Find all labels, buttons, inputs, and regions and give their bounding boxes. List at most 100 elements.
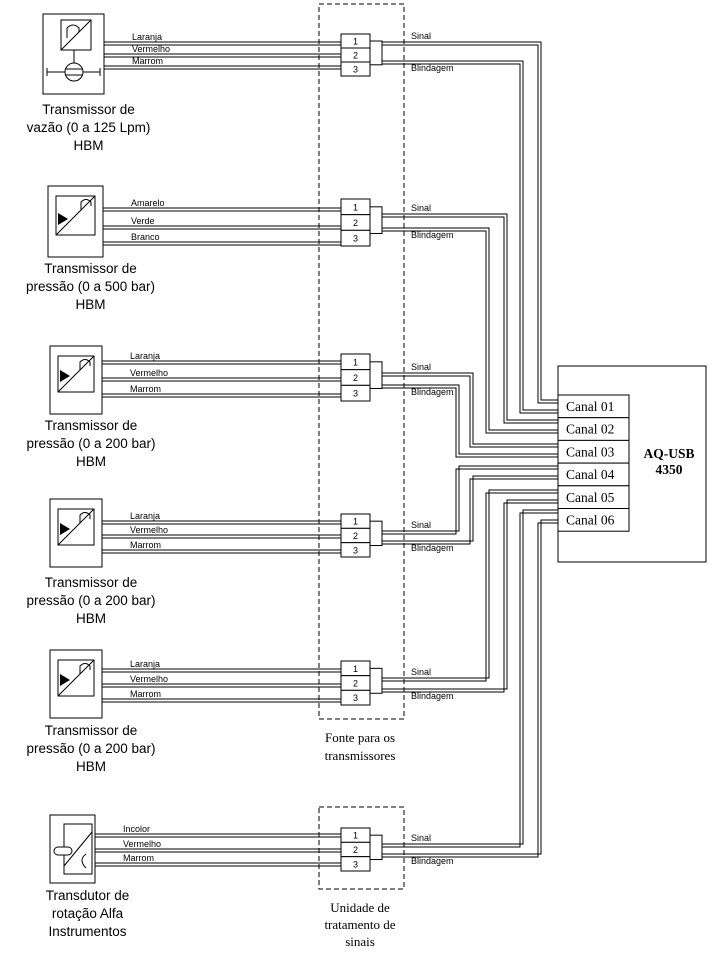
terminal-number: 3: [353, 693, 358, 703]
arrow-icon: [60, 523, 70, 535]
daq-channel-label: Canal 04: [566, 467, 615, 482]
device-label: pressão (0 a 200 bar): [26, 593, 155, 608]
signal-label: Sinal: [411, 520, 431, 530]
wire-color-label: Laranja: [130, 351, 160, 361]
sensor-arc: [79, 512, 91, 523]
device-label: HBM: [76, 454, 106, 469]
terminal-output: [369, 40, 383, 66]
diagonal-line: [60, 19, 92, 51]
device-3: LaranjaVermelhoMarrom123SinalBlindagemTr…: [26, 345, 558, 469]
wire-color-label: Laranja: [130, 659, 160, 669]
device-label: HBM: [76, 611, 106, 626]
signal-wire: [382, 372, 558, 445]
daq-model: 4350: [656, 462, 683, 477]
device-label: Instrumentos: [48, 924, 126, 939]
shield-wire: [382, 478, 558, 545]
diagonal-line: [55, 195, 96, 236]
shield-wire: [382, 227, 558, 431]
sensor-arc: [80, 199, 92, 210]
signal-wire: [382, 465, 558, 532]
shield-wire: [382, 499, 558, 690]
signal-wire: [382, 489, 558, 679]
shaft-icon: [53, 846, 73, 856]
wire-color-label: Marrom: [130, 689, 161, 699]
diagonal-line: [57, 659, 95, 697]
signal-label: Sinal: [411, 833, 431, 843]
signal-unit-label: sinais: [345, 934, 375, 949]
power-supply-label: Fonte para os: [325, 730, 395, 745]
signal-label: Sinal: [411, 203, 431, 213]
wire-color-label: Vermelho: [130, 525, 168, 535]
device-label: pressão (0 a 200 bar): [26, 436, 155, 451]
terminal-output: [369, 361, 383, 389]
shield-label: Blindagem: [411, 387, 454, 397]
signal-wire: [382, 41, 558, 401]
arrow-icon: [60, 370, 70, 382]
device-6: IncolorVermelhoMarrom123SinalBlindagemTr…: [46, 509, 558, 939]
signal-label: Sinal: [411, 31, 431, 41]
terminal-number: 3: [353, 65, 358, 75]
terminal: [340, 689, 371, 706]
signal-wire: [382, 492, 558, 682]
pressure-transmitter-icon: [47, 185, 104, 258]
terminal: [340, 61, 371, 77]
wire-color-label: Amarelo: [131, 198, 165, 208]
shield-label: Blindagem: [411, 543, 454, 553]
diagonal-line: [57, 508, 95, 546]
pressure-transmitter-icon: [49, 498, 103, 568]
signal-wire: [382, 509, 558, 845]
wire-color-label: Vermelho: [130, 368, 168, 378]
terminal-number: 1: [353, 37, 358, 47]
device-label: Transmissor de: [45, 723, 138, 738]
wire-color-label: Vermelho: [123, 839, 161, 849]
daq-channel-label: Canal 06: [566, 513, 615, 528]
device-label: pressão (0 a 500 bar): [26, 279, 155, 294]
daq-channel-label: Canal 05: [566, 490, 615, 505]
terminal-number: 2: [353, 51, 358, 61]
daq-channel: [557, 508, 630, 532]
wire-color-label: Marrom: [130, 384, 161, 394]
signal-wire: [382, 44, 558, 404]
signal-label: Sinal: [411, 362, 431, 372]
wire-color-label: Vermelho: [132, 44, 170, 54]
power-supply-label: transmissores: [325, 748, 396, 763]
signal-unit-enclosure: [318, 806, 405, 890]
terminal-number: 3: [353, 545, 358, 555]
signal-wire: [382, 512, 558, 848]
device-label: HBM: [76, 297, 106, 312]
terminal-number: 1: [353, 831, 358, 841]
flow-meter-circle: [64, 62, 84, 82]
sensor-arc: [81, 853, 87, 869]
device-label: vazão (0 a 125 Lpm): [27, 120, 151, 135]
terminal-output: [369, 667, 383, 694]
terminal-number: 2: [353, 373, 358, 383]
daq-name: AQ-USB: [643, 446, 694, 461]
daq-channel-label: Canal 02: [566, 422, 614, 437]
sensor-arc: [66, 24, 80, 38]
device-label: HBM: [74, 138, 104, 153]
terminal-output: [369, 206, 383, 234]
device-label: rotação Alfa: [52, 906, 124, 921]
shield-wire: [382, 60, 558, 411]
diagonal-line: [63, 831, 93, 867]
terminal: [340, 542, 371, 558]
terminal-number: 2: [353, 531, 358, 541]
wire-color-label: Branco: [131, 232, 160, 242]
device-4: LaranjaVermelhoMarrom123SinalBlindagemTr…: [26, 465, 558, 626]
terminal: [340, 229, 371, 247]
terminal-number: 1: [353, 664, 358, 674]
diagonal-line: [57, 355, 95, 393]
sensor-arc: [79, 663, 91, 674]
flow-transmitter-icon: [42, 13, 105, 95]
device-label: Transmissor de: [42, 102, 135, 117]
arrow-icon: [60, 674, 70, 686]
signal-wire: [382, 375, 558, 448]
wire-color-label: Marrom: [123, 853, 154, 863]
signal-unit-label: tratamento de: [324, 917, 395, 932]
signal-wire: [382, 213, 558, 421]
device-1: LaranjaVermelhoMarrom123SinalBlindagemTr…: [27, 13, 558, 414]
device-label: HBM: [76, 759, 106, 774]
signal-unit-label: Unidade de: [330, 900, 390, 915]
